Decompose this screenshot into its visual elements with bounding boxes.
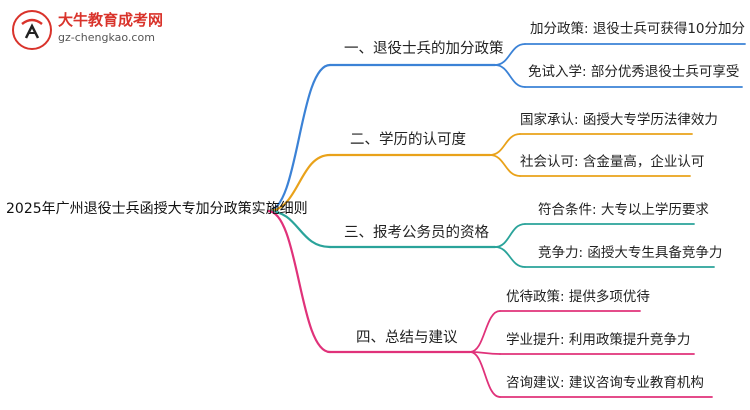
branch-4-to-leaf-1-curve	[469, 310, 501, 353]
branch-3-to-leaf-2-curve	[494, 246, 526, 268]
root-to-branch-4-curve	[266, 209, 332, 354]
root-to-branch-2-curve	[266, 153, 332, 213]
root-to-branch-3-curve	[266, 209, 332, 249]
branch-2-to-leaf-2-curve	[489, 154, 521, 177]
leaf-2-2: 社会认可: 含金量高，企业认可	[520, 154, 705, 170]
branch-2-to-leaf-1-curve	[489, 133, 521, 156]
leaf-4-3: 咨询建议: 建议咨询专业教育机构	[506, 375, 704, 391]
leaf-3-1: 符合条件: 大专以上学历要求	[538, 202, 709, 218]
leaf-3-2: 竞争力: 函授大专生具备竞争力	[538, 245, 723, 261]
root-to-branch-1-curve	[266, 63, 332, 213]
branch-4-to-leaf-3-curve	[469, 351, 501, 398]
branch-3-label: 三、报考公务员的资格	[344, 225, 489, 241]
logo-icon	[12, 10, 52, 50]
branch-1-label: 一、退役士兵的加分政策	[344, 41, 504, 57]
leaf-2-1: 国家承认: 函授大专学历法律效力	[520, 112, 718, 128]
logo-title: 大牛教育成考网	[58, 11, 164, 29]
leaf-4-2: 学业提升: 利用政策提升竞争力	[506, 332, 691, 348]
branch-4-label: 四、总结与建议	[356, 330, 458, 346]
branch-3-to-leaf-1-curve	[494, 223, 526, 248]
logo-url: gz-chengkao.com	[58, 31, 155, 44]
branch-1-to-leaf-2-curve	[494, 64, 526, 88]
site-logo: 大牛教育成考网 gz-chengkao.com	[4, 8, 174, 52]
root-node: 2025年广州退役士兵函授大专加分政策实施细则	[6, 201, 308, 217]
branch-2-label: 二、学历的认可度	[350, 132, 466, 148]
leaf-1-1: 加分政策: 退役士兵可获得10分加分	[530, 21, 746, 37]
leaf-1-2: 免试入学: 部分优秀退役士兵可享受	[528, 64, 740, 80]
branch-1-to-leaf-1-curve	[494, 43, 526, 66]
leaf-4-1: 优待政策: 提供多项优待	[506, 289, 650, 305]
